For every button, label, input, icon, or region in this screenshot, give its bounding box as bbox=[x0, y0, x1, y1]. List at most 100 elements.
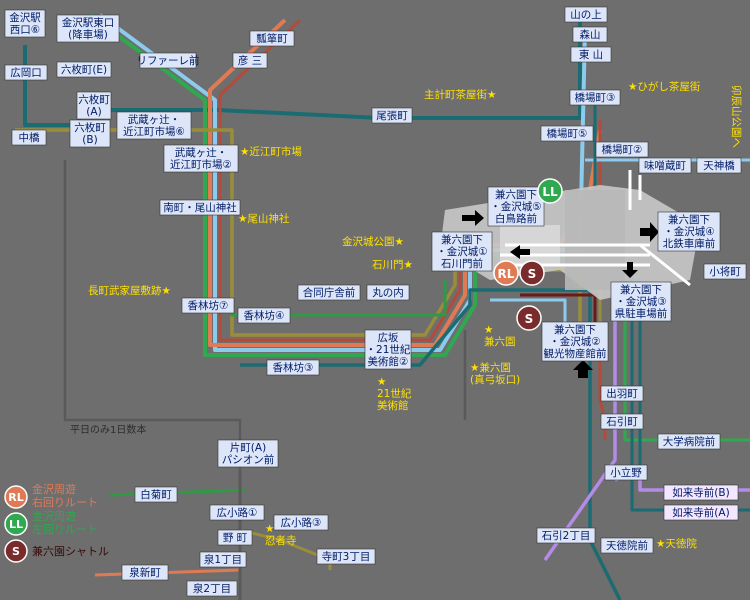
stop-label: 泉新町 bbox=[129, 566, 161, 579]
stop-hirosaka: 広坂・21世紀美術館② bbox=[364, 329, 412, 370]
landmark-ninjadera: ★忍者寺 bbox=[265, 523, 297, 547]
svg-text:LL: LL bbox=[542, 185, 558, 199]
stop-katamachi: 片町(A)パシオン前 bbox=[217, 439, 279, 468]
stop-hashiba5: 橋場町⑤ bbox=[540, 125, 594, 142]
svg-text:S: S bbox=[528, 267, 537, 281]
stop-daigaku: 大学病院前 bbox=[657, 433, 721, 450]
landmark-oumicho: ★近江町市場 bbox=[240, 145, 302, 158]
stop-higashiyama: 東 山 bbox=[570, 46, 612, 63]
stop-label: 広小路① bbox=[217, 506, 258, 519]
stop-kourinbo7: 香林坊⑦ bbox=[181, 297, 235, 314]
stop-nomachi: 野 町 bbox=[217, 529, 253, 546]
legend-s: S 兼六園シャトル bbox=[4, 539, 109, 563]
stop-rokumai-b: 六枚町(B) bbox=[69, 119, 111, 148]
landmark-higashi: ★ひがし茶屋街 bbox=[628, 80, 701, 93]
stop-teramachi3: 寺町3丁目 bbox=[316, 548, 376, 565]
stop-label: 香林坊③ bbox=[273, 361, 314, 374]
stop-label: 広坂・21世紀美術館② bbox=[366, 331, 411, 368]
stop-label: 天徳院前 bbox=[606, 539, 648, 552]
landmark-kazuemachi: 主計町茶屋街★ bbox=[424, 88, 496, 101]
stop-label: 天神橋 bbox=[703, 159, 735, 172]
stop-label: 武蔵ヶ辻・近江町市場⑥ bbox=[123, 113, 185, 138]
landmark-nagamachi: 長町武家屋敷跡★ bbox=[88, 284, 171, 297]
landmarks: 主計町茶屋街★★ひがし茶屋街★近江町市場★尾山神社金沢城公園★石川門★長町武家屋… bbox=[88, 80, 742, 550]
stop-hikosan: 彦 三 bbox=[232, 52, 268, 69]
stop-hashiba2: 橋場町② bbox=[595, 141, 649, 158]
stop-label: 小立野 bbox=[610, 466, 642, 479]
stop-hirokoji1: 広小路① bbox=[209, 504, 265, 521]
stop-label: 片町(A)パシオン前 bbox=[222, 441, 275, 466]
green-left-bottom bbox=[109, 488, 246, 497]
landmark-museum21: ★21世紀美術館 bbox=[377, 376, 412, 412]
stop-label: 小将町 bbox=[709, 266, 741, 278]
stop-kodachino: 小立野 bbox=[604, 464, 648, 481]
map-badges: LL RL S S bbox=[493, 178, 563, 331]
stop-godochosha: 合同庁舎前 bbox=[297, 284, 361, 301]
shuttle-badge-map-2: S bbox=[516, 305, 542, 331]
stop-kourinbo4: 香林坊④ bbox=[237, 307, 291, 324]
stop-rokumai-a: 六枚町(A) bbox=[76, 91, 112, 120]
stop-label: 東 山 bbox=[579, 48, 603, 61]
stop-label: 香林坊⑦ bbox=[188, 299, 229, 312]
teal-right bbox=[630, 290, 750, 512]
stop-yamanoue: 山の上 bbox=[564, 6, 608, 23]
stop-moriyama: 森山 bbox=[572, 26, 608, 43]
stop-label: 丸の内 bbox=[372, 286, 404, 299]
legend: RL 金沢周遊右回りルート LL 金沢周遊左回りルート S 兼六園シャトル bbox=[4, 482, 109, 563]
stop-label: 味噌蔵町 bbox=[644, 159, 686, 172]
stop-label: 石引町 bbox=[606, 415, 638, 428]
stop-label: 山の上 bbox=[570, 9, 602, 21]
stop-kosho: 小将町 bbox=[703, 263, 747, 280]
stop-minamicho: 南町・尾山神社 bbox=[159, 199, 241, 216]
stop-shiragiku: 白菊町 bbox=[134, 486, 178, 503]
stop-label: 出羽町 bbox=[606, 387, 638, 400]
stop-tentokuin-stop: 天徳院前 bbox=[600, 537, 654, 554]
stop-musashi6: 武蔵ヶ辻・近江町市場⑥ bbox=[116, 111, 192, 140]
stop-izumi1: 泉1丁目 bbox=[199, 551, 247, 568]
stop-dewa: 出羽町 bbox=[600, 385, 644, 402]
stop-label: リファーレ前 bbox=[137, 54, 200, 67]
teal-line bbox=[23, 20, 582, 127]
stop-kourinbo3: 香林坊③ bbox=[266, 359, 320, 376]
stop-label: 香林坊④ bbox=[244, 309, 285, 322]
stop-izumishin: 泉新町 bbox=[121, 564, 169, 581]
stop-misokura: 味噌蔵町 bbox=[638, 157, 692, 174]
legend-ll: LL 金沢周遊左回りルート bbox=[4, 509, 98, 536]
landmark-kenrokuen: ★兼六園 bbox=[484, 324, 516, 348]
stop-label: 橋場町② bbox=[602, 143, 643, 156]
stop-label: 泉1丁目 bbox=[204, 553, 242, 566]
stop-label: 尾張町 bbox=[376, 110, 408, 122]
stop-hirooka: 広岡口 bbox=[4, 64, 48, 81]
ll-badge-map: LL bbox=[537, 178, 563, 204]
stop-label: 彦 三 bbox=[238, 54, 262, 67]
stop-label: 如来寺前(B) bbox=[672, 486, 729, 499]
stop-label: 瓢箪町 bbox=[256, 32, 288, 45]
landmark-tentokuin: ★天徳院 bbox=[656, 537, 697, 550]
stop-label: 野 町 bbox=[223, 532, 248, 544]
stop-marunouchi: 丸の内 bbox=[366, 284, 410, 301]
stop-label: 六枚町(B) bbox=[74, 121, 106, 146]
landmark-oyama: ★尾山神社 bbox=[238, 212, 290, 225]
shuttle-badge-map: S bbox=[519, 260, 545, 286]
stop-owari: 尾張町 bbox=[371, 107, 413, 124]
stop-label: 金沢駅東口(降車場) bbox=[62, 16, 115, 41]
stop-label: 橋場町⑤ bbox=[547, 127, 588, 140]
stop-musashi2: 武蔵ヶ辻・近江町市場② bbox=[163, 144, 239, 173]
stop-label: 南町・尾山神社 bbox=[163, 201, 237, 214]
stop-nyorai-a: 如来寺前(A) bbox=[663, 504, 739, 521]
landmark-castle-park: 金沢城公園★ bbox=[342, 235, 404, 248]
weekday-note: 平日のみ1日数本 bbox=[70, 423, 146, 436]
stop-nyorai-b: 如来寺前(B) bbox=[663, 484, 739, 501]
stop-label: 森山 bbox=[580, 28, 601, 41]
stop-label: 大学病院前 bbox=[663, 435, 716, 448]
svg-text:RL: RL bbox=[8, 491, 23, 504]
